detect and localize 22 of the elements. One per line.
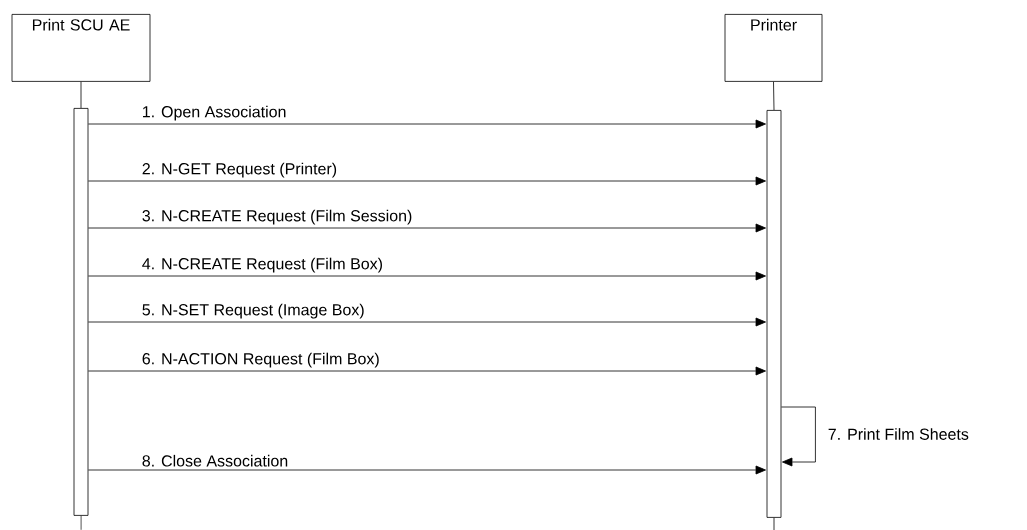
message-arrow: [88, 465, 766, 475]
message-label: 4. N-CREATE Request (Film Box): [140, 256, 385, 274]
participant-box: Print SCU AE: [11, 14, 151, 82]
message-label: 8. Close Association: [140, 453, 290, 468]
message-arrow: [88, 271, 766, 281]
message-arrow: [88, 366, 766, 376]
activation-bar: [766, 110, 782, 518]
activation-bar: [73, 108, 89, 516]
lifeline: [773, 81, 775, 111]
participant-box: Printer: [724, 14, 823, 82]
self-message-arrow: [781, 406, 816, 467]
message-label: 7. Print Film Sheets: [828, 428, 969, 440]
message-label: 1. Open Association: [140, 104, 288, 122]
lifeline: [80, 81, 82, 109]
message-arrow: [88, 317, 766, 327]
message-label: 6. N-ACTION Request (Film Box): [140, 351, 381, 369]
message-label: 5. N-SET Request (Image Box): [140, 302, 366, 320]
message-arrow: [88, 176, 766, 186]
message-label: 3. N-CREATE Request (Film Session): [140, 208, 414, 226]
message-label: 2. N-GET Request (Printer): [140, 161, 339, 179]
message-arrow: [88, 119, 766, 129]
message-arrow: [88, 223, 766, 233]
